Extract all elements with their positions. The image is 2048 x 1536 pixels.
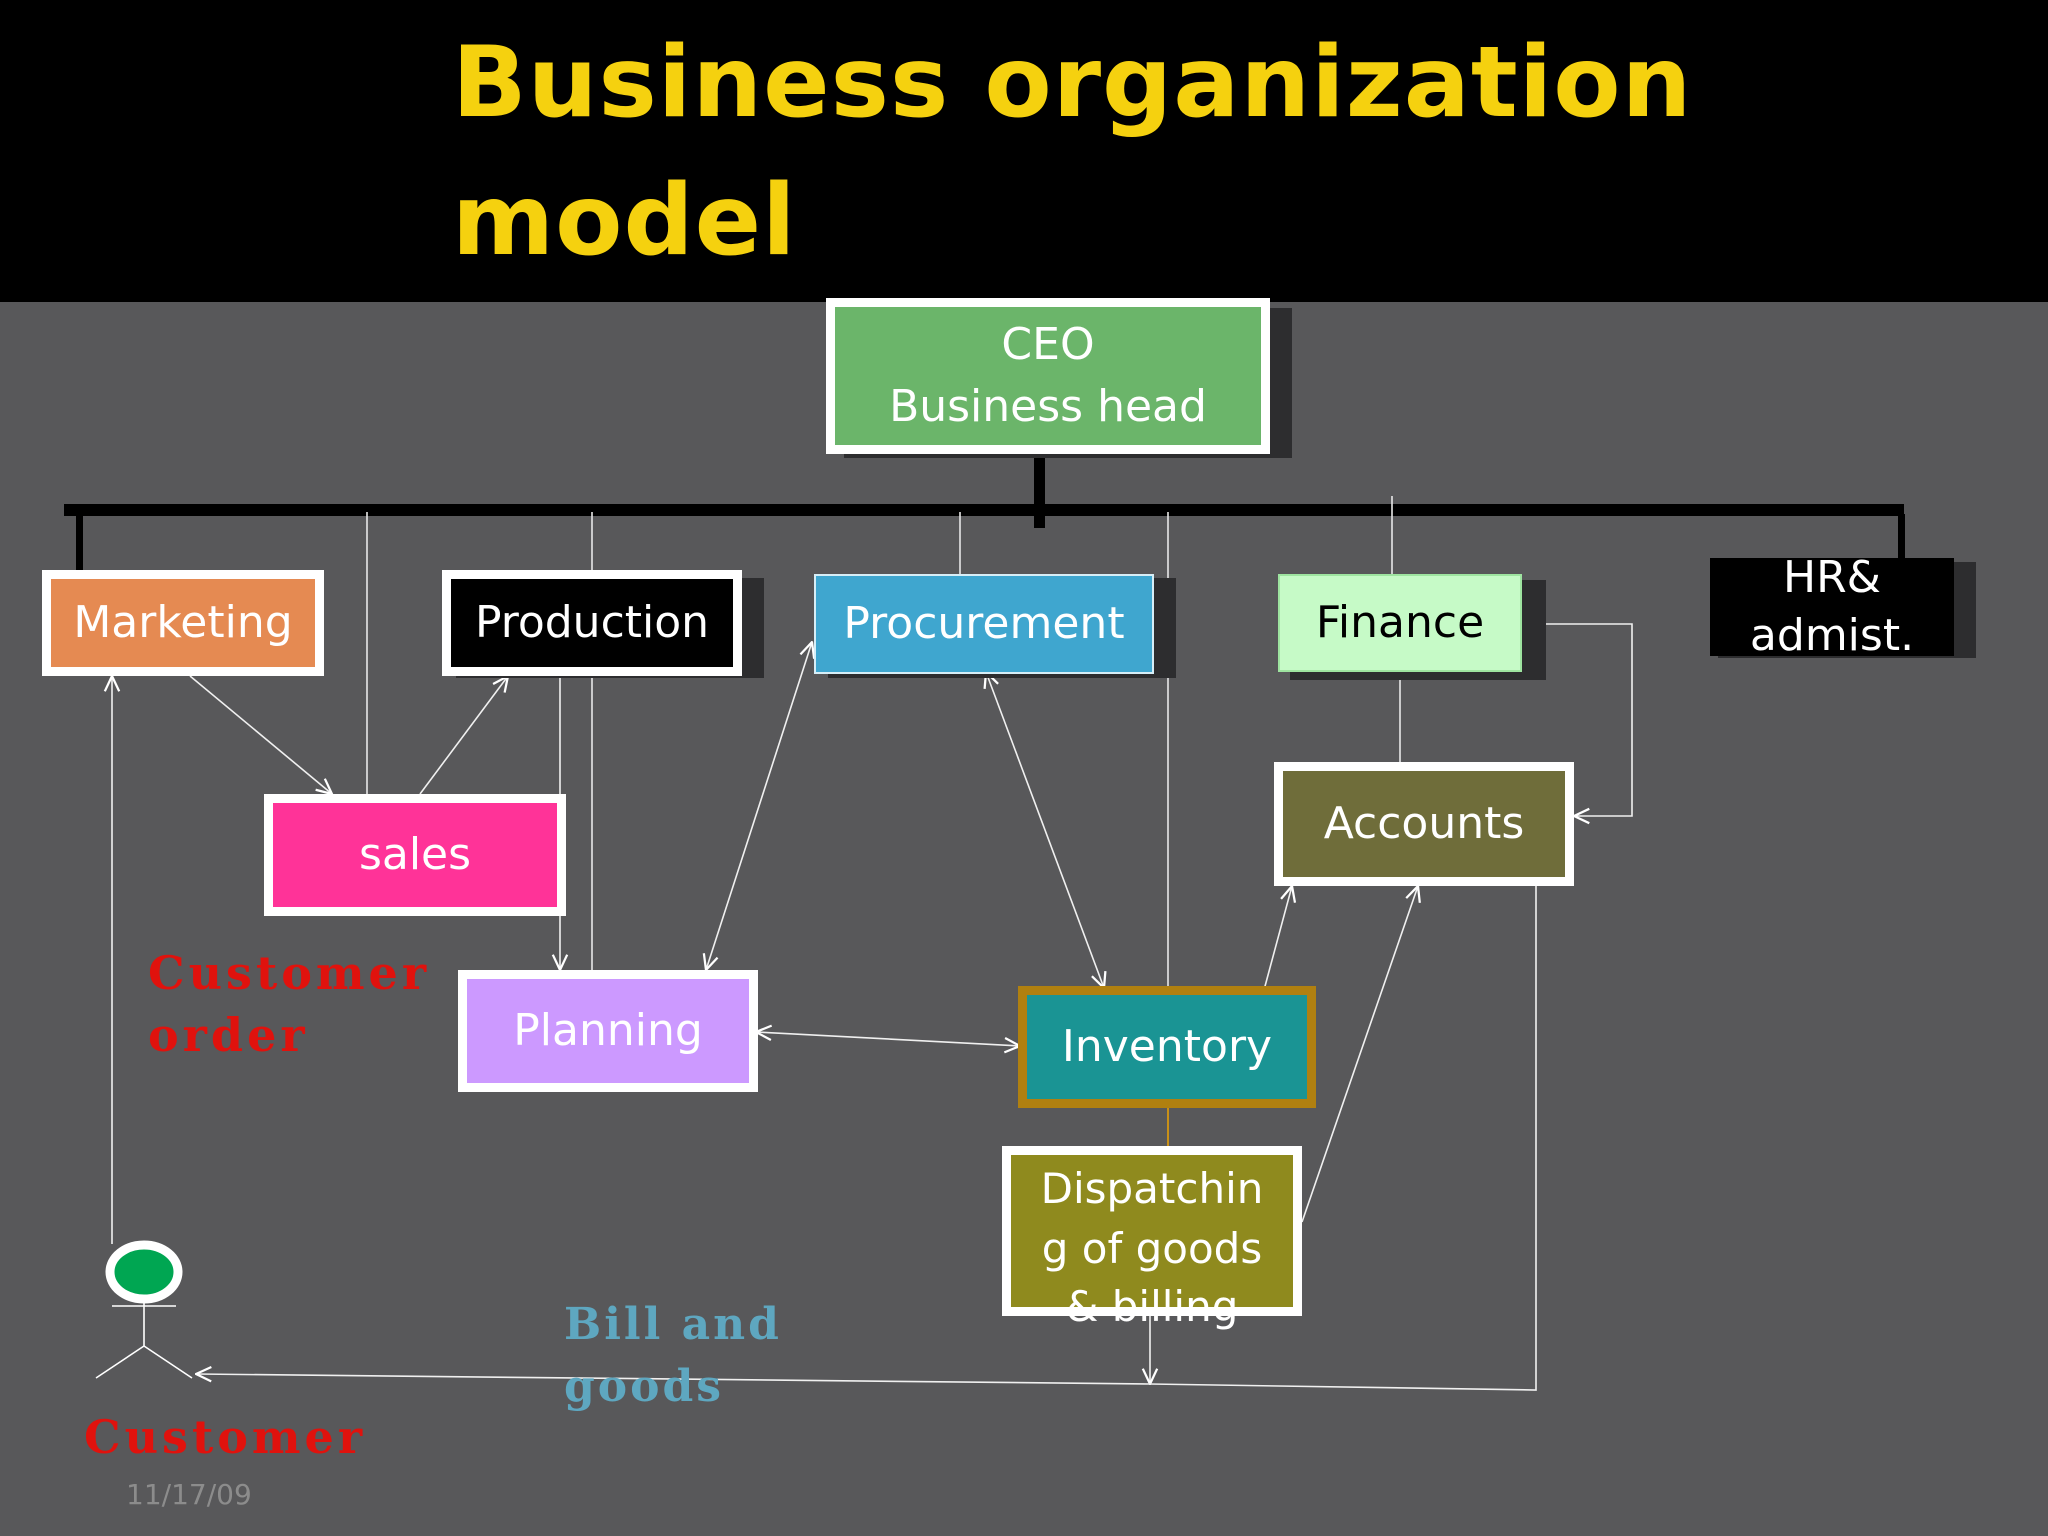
customer-order-line-1: Customer [148, 946, 431, 1000]
bill-and-goods-label: Bill and goods [564, 1294, 782, 1418]
finance-box: Finance [1278, 574, 1522, 672]
ceo-box: CEO Business head [826, 298, 1270, 454]
hr-box: HR& admist. [1710, 552, 1954, 661]
accounts-box: Accounts [1274, 762, 1574, 886]
dispatching-line-3: & billing [1065, 1282, 1239, 1331]
procurement-inventory-arrow [986, 672, 1104, 988]
slide-title: Business organization model [452, 14, 1952, 290]
planning-box: Planning [458, 970, 758, 1092]
inventory-to-accounts-arrow [1263, 886, 1292, 991]
ceo-subtitle: Business head [889, 381, 1207, 432]
inventory-box: Inventory [1018, 986, 1316, 1108]
customer-label: Customer [84, 1410, 367, 1464]
finance-label: Finance [1315, 597, 1485, 648]
accounts-label: Accounts [1323, 798, 1525, 849]
accounts-finance-loop [1524, 624, 1633, 816]
production-label: Production [474, 597, 710, 648]
marketing-label: Marketing [73, 597, 293, 648]
production-box: Production [442, 570, 742, 676]
ceo-title: CEO [1001, 319, 1095, 370]
dispatch-to-accounts-arrow [1301, 886, 1418, 1223]
hr-drop [1898, 514, 1905, 590]
slide-title-line-1: Business organization [452, 26, 1693, 140]
procurement-planning-arrow [706, 642, 812, 970]
inventory-label: Inventory [1061, 1021, 1273, 1072]
planning-label: Planning [513, 1005, 703, 1056]
dispatching-line-2: g of goods [1041, 1224, 1263, 1273]
title-bar: Business organization model [0, 0, 2048, 302]
bill-and-goods-line-1: Bill and [564, 1299, 782, 1350]
slide-title-line-2: model [452, 164, 797, 278]
procurement-box: Procurement [814, 574, 1154, 674]
customer-icon [95, 1240, 193, 1379]
sales-label: sales [358, 829, 472, 880]
dispatching-line-1: Dispatchin [1040, 1164, 1264, 1213]
slide-date: 11/17/09 [126, 1478, 252, 1511]
sales-box: sales [264, 794, 566, 916]
hr-line-2: admist. [1749, 610, 1915, 661]
accounts-to-customer-line [196, 886, 1537, 1391]
marketing-to-sales-arrow [189, 675, 332, 794]
procurement-label: Procurement [843, 598, 1125, 649]
planning-inventory-arrow [756, 1032, 1020, 1046]
org-bus [64, 504, 1904, 516]
hr-line-1: HR& [1783, 552, 1881, 603]
customer-order-label: Customer order [148, 942, 430, 1066]
dispatching-box: Dispatchin g of goods & billing [1002, 1146, 1302, 1331]
sales-to-production-arrow [419, 676, 508, 795]
marketing-drop [76, 514, 83, 574]
marketing-box: Marketing [42, 570, 324, 676]
ceo-stem [1034, 448, 1045, 528]
bill-and-goods-line-2: goods [564, 1361, 724, 1412]
customer-order-line-2: order [148, 1008, 309, 1062]
